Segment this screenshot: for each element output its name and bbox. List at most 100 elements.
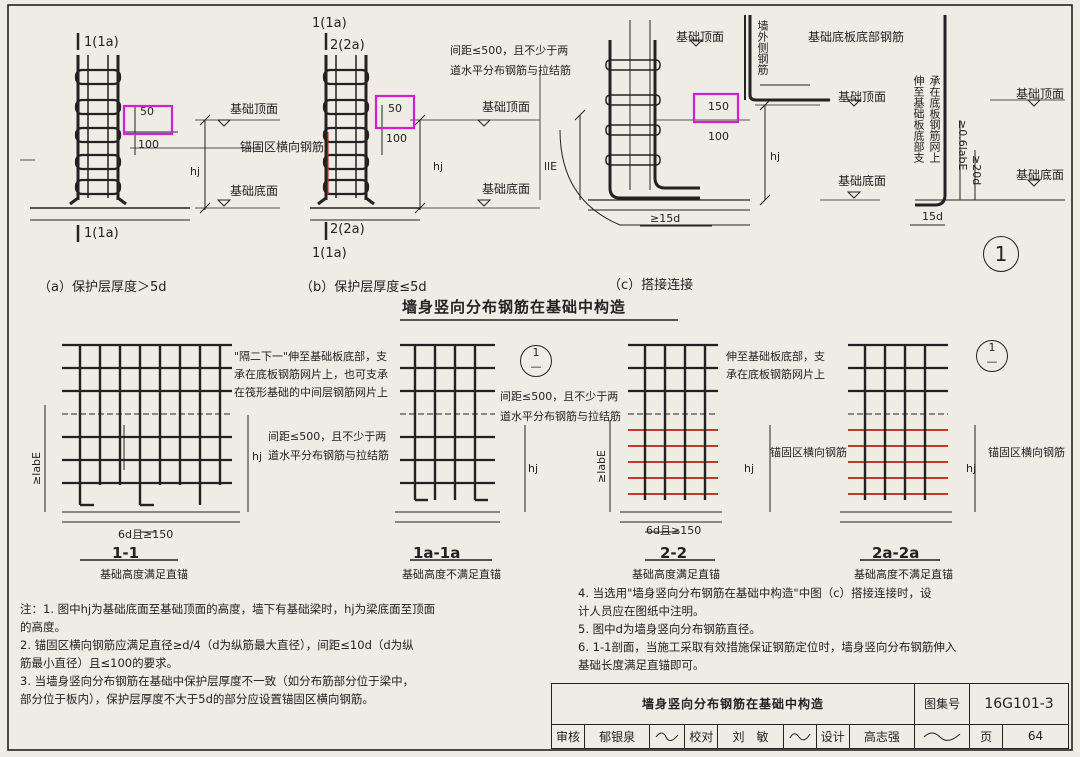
detail-a-dim-50: 50	[140, 105, 154, 118]
check-label: 校对	[684, 723, 719, 750]
atlas-number: 16G101-3	[969, 683, 1069, 725]
detail-c-label-bottom: 基础底面	[838, 174, 887, 188]
section-1-1-note2-line1: 间距≤500，且不少于两	[268, 430, 387, 443]
section-1-1-dim-bottom: 6d且≥150	[118, 528, 174, 541]
detail-b-cut-bottom2: 1(1a)	[312, 246, 347, 261]
section-2a-2a-hj: hj	[966, 462, 977, 475]
section-1-1-note1-line2: 承在底板钢筋网片上，也可支承	[234, 368, 388, 381]
detail-a-caption: （a）保护层厚度＞5d	[38, 280, 167, 295]
detail-c-dim-100: 100	[708, 130, 729, 143]
detail-a-label-anchor: 锚固区横向钢筋	[240, 140, 325, 154]
note-line: 6. 1-1剖面，当施工采取有效措施保证钢筋定位时，墙身竖向分布钢筋伸入	[578, 640, 957, 654]
sheet-frame	[7, 4, 1073, 751]
section-2a-2a-circle-marker: 1—	[976, 340, 1008, 372]
section-2a-2a-drawing	[840, 343, 976, 561]
section-2a-2a-subtitle: 基础高度不满足直锚	[854, 568, 953, 581]
detail-d-dim1: ≥0.6labE	[956, 120, 969, 171]
section-1a-1a-name: 1a-1a	[413, 544, 461, 562]
detail-c-dim-15d: ≥15d	[650, 212, 681, 225]
section-2-2-name: 2-2	[660, 544, 688, 562]
detail-b-hj: hj	[433, 160, 444, 173]
detail-c-label-slab: 基础底板底部钢筋	[808, 30, 905, 44]
detail-c-drawing	[539, 15, 880, 227]
detail-d-drawing	[910, 15, 1065, 226]
section-2a-2a-name: 2a-2a	[872, 544, 920, 562]
section-1a-1a-subtitle: 基础高度不满足直锚	[402, 568, 501, 581]
section-1a-1a-note-line1: 间距≤500，且不少于两	[500, 390, 619, 403]
section-2-2-drawing	[609, 343, 771, 561]
page-number: 64	[1002, 723, 1069, 750]
detail-c-dim-lle: llE	[544, 160, 558, 173]
detail-c-note-line1: 间距≤500，且不少于两	[450, 44, 569, 57]
detail-a-cut-bottom: 1(1a)	[84, 226, 119, 241]
review-label: 审核	[551, 723, 585, 750]
note-line: 4. 当选用"墙身竖向分布钢筋在基础中构造"中图（c）搭接连接时，设	[578, 586, 932, 600]
section-1a-1a-note-line2: 道水平分布钢筋与拉结筋	[500, 410, 621, 423]
section-1a-1a-drawing	[395, 343, 526, 561]
note-line: 筋最小直径）且≤100的要求。	[20, 656, 179, 670]
section-1-1-dim-lab: ≥labE	[30, 452, 43, 485]
section-1-1-subtitle: 基础高度满足直锚	[100, 568, 188, 581]
detail-c-label-wall-out: 墙外侧钢筋	[756, 20, 769, 75]
notes-right: 4. 当选用"墙身竖向分布钢筋在基础中构造"中图（c）搭接连接时，设 计人员应在…	[578, 584, 1058, 674]
note-line: 注：1. 图中hj为基础底面至基础顶面的高度，墙下有基础梁时，hj为梁底面至顶面	[20, 602, 436, 616]
detail-b-dim-50: 50	[388, 102, 402, 115]
detail-a-label-top: 基础顶面	[230, 102, 279, 116]
notes-left: 注：1. 图中hj为基础底面至基础顶面的高度，墙下有基础梁时，hj为梁底面至顶面…	[20, 600, 550, 708]
detail-c-label-top2: 基础顶面	[838, 90, 887, 104]
atlas-label: 图集号	[914, 683, 971, 725]
section-1a-1a-circle-marker: 1—	[520, 345, 552, 377]
detail-a-label-bottom: 基础底面	[230, 184, 279, 198]
title-block: 墙身竖向分布钢筋在基础中构造 图集号 16G101-3 审核 郁银泉 校对 刘 …	[550, 683, 1069, 750]
note-line: 部分位于板内），保护层厚度不大于5d的部分应设置锚固区横向钢筋。	[20, 692, 374, 706]
detail-c-note-line2: 道水平分布钢筋与拉结筋	[450, 64, 571, 77]
design-label: 设计	[815, 723, 850, 750]
detail-b-caption: （b）保护层厚度≤5d	[300, 280, 427, 295]
section-2-2-label-anchor: 锚固区横向钢筋	[770, 446, 847, 459]
detail-c-caption: （c）搭接连接	[608, 278, 694, 293]
detail-b-cut-top1: 1(1a)	[312, 16, 347, 31]
note-line: 计人员应在图纸中注明。	[578, 604, 705, 618]
section-title: 墙身竖向分布钢筋在基础中构造	[402, 298, 627, 316]
detail-d-dim2: ≥20d	[970, 155, 983, 186]
section-1-1-drawing	[44, 343, 249, 561]
detail-d-circle-marker: 1	[983, 236, 1019, 272]
note-line: 5. 图中d为墙身竖向分布钢筋直径。	[578, 622, 761, 636]
detail-b-cut-top2: 2(2a)	[330, 38, 365, 53]
designer-name: 高志强	[848, 723, 916, 750]
detail-a-drawing	[20, 33, 280, 242]
section-1a-1a-hj: hj	[528, 462, 539, 475]
detail-d-label-top: 基础顶面	[1016, 87, 1065, 101]
section-2a-2a-label-anchor: 锚固区横向钢筋	[988, 446, 1065, 459]
review-signature	[649, 723, 686, 750]
detail-a-cut-top: 1(1a)	[84, 35, 119, 50]
section-1-1-name: 1-1	[112, 544, 140, 562]
detail-d-vertical-text2: 承在底板钢筋网上	[928, 75, 941, 163]
section-2-2-dim-bottom: 6d且≥150	[646, 524, 702, 537]
highlight-box-b	[374, 94, 416, 130]
note-line: 2. 锚固区横向钢筋应满足直径≥d/4（d为纵筋最大直径），间距≤10d（d为纵	[20, 638, 414, 652]
note-line: 基础长度满足直锚即可。	[578, 658, 705, 672]
check-signature	[782, 723, 817, 750]
section-2-2-note-line2: 承在底板钢筋网片上	[726, 368, 825, 381]
detail-c-dim-150: 150	[708, 100, 729, 113]
detail-b-label-top: 基础顶面	[482, 100, 531, 114]
page-label: 页	[969, 723, 1004, 750]
section-2-2-dim-lab: ≥labE	[595, 450, 608, 483]
detail-a-hj: hj	[190, 165, 201, 178]
detail-b-label-bottom: 基础底面	[482, 182, 531, 196]
detail-c-hj: hj	[770, 150, 781, 163]
detail-c-label-top: 基础顶面	[676, 30, 725, 44]
note-line: 3. 当墙身竖向分布钢筋在基础中保护层厚度不一致（如分布筋部分位于梁中，	[20, 674, 415, 688]
detail-b-drawing	[310, 33, 540, 240]
section-1-1-hj: hj	[252, 450, 263, 463]
section-2-2-note-line1: 伸至基础板底部，支	[726, 350, 825, 363]
detail-a-dim-100: 100	[138, 138, 159, 151]
detail-b-cut-bottom1: 2(2a)	[330, 222, 365, 237]
highlight-box-c	[692, 92, 740, 124]
detail-d-dim3: 15d	[922, 210, 943, 223]
detail-d-vertical-text1: 伸至基础板底部支	[912, 75, 925, 163]
section-2-2-subtitle: 基础高度满足直锚	[632, 568, 720, 581]
title-block-title: 墙身竖向分布钢筋在基础中构造	[550, 683, 916, 725]
